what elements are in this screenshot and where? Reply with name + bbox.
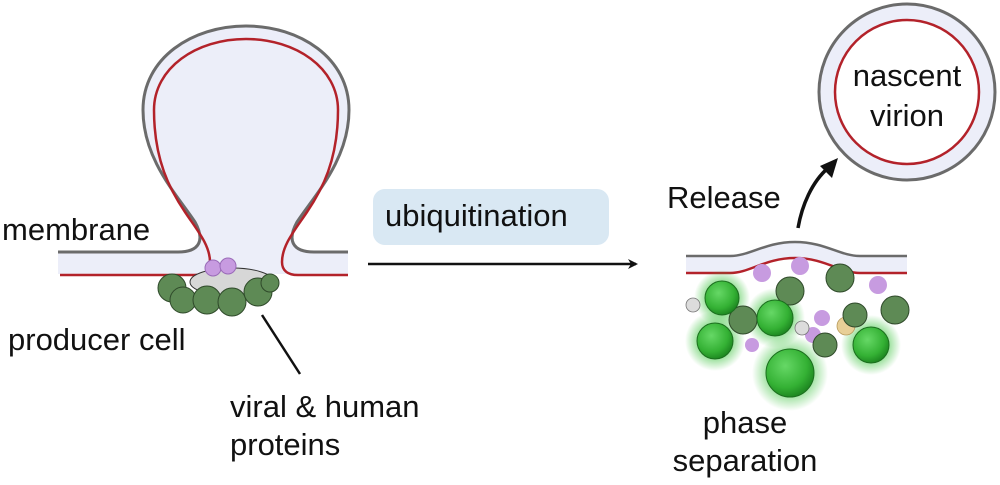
purple-protein xyxy=(869,276,887,294)
green-protein xyxy=(217,287,247,317)
gray-protein xyxy=(794,320,810,336)
label-viral-human-line2: proteins xyxy=(230,427,341,462)
condensate-droplet xyxy=(852,326,890,364)
ubiquitination-badge: ubiquitination xyxy=(373,189,609,245)
release-arrowhead xyxy=(820,158,838,178)
gray-protein xyxy=(685,297,701,313)
green-protein xyxy=(169,286,197,314)
membrane-inner-line xyxy=(60,37,348,277)
green-protein xyxy=(825,263,855,293)
virion-inner xyxy=(833,18,981,166)
release-arrow xyxy=(796,166,830,229)
green-protein xyxy=(260,273,280,293)
protein-cluster xyxy=(157,257,280,317)
budding-membrane xyxy=(58,24,351,277)
label-virion-line2: virion xyxy=(869,98,945,133)
label-phase-line1: phase xyxy=(702,405,788,440)
phase-separated-proteins xyxy=(685,257,910,411)
label-ubiquitination: ubiquitination xyxy=(385,198,568,233)
purple-protein xyxy=(745,338,759,352)
label-viral-human-line1: viral & human xyxy=(230,389,420,424)
green-protein xyxy=(880,295,910,325)
label-membrane: membrane xyxy=(2,212,151,247)
condensate-droplet xyxy=(696,322,734,360)
condensate-droplet xyxy=(765,348,815,398)
membrane-outer-line xyxy=(686,240,907,258)
purple-protein xyxy=(219,257,237,275)
nascent-virion xyxy=(817,2,997,182)
label-phase-line2: separation xyxy=(672,443,818,478)
condensate-droplet xyxy=(756,299,794,337)
label-virion-line1: nascent xyxy=(852,58,962,93)
label-producer-cell: producer cell xyxy=(8,322,186,357)
purple-protein xyxy=(204,259,222,277)
green-protein xyxy=(842,302,868,328)
purple-protein xyxy=(791,257,809,275)
green-protein xyxy=(812,332,838,358)
pointer-line xyxy=(260,314,302,375)
green-protein xyxy=(775,276,805,306)
membrane-outer-line xyxy=(58,24,351,254)
purple-protein xyxy=(814,310,830,326)
membrane-fill xyxy=(58,26,349,274)
green-protein xyxy=(192,285,222,315)
label-release: Release xyxy=(667,180,781,215)
condensate-droplet xyxy=(704,280,740,316)
purple-protein xyxy=(753,264,771,282)
